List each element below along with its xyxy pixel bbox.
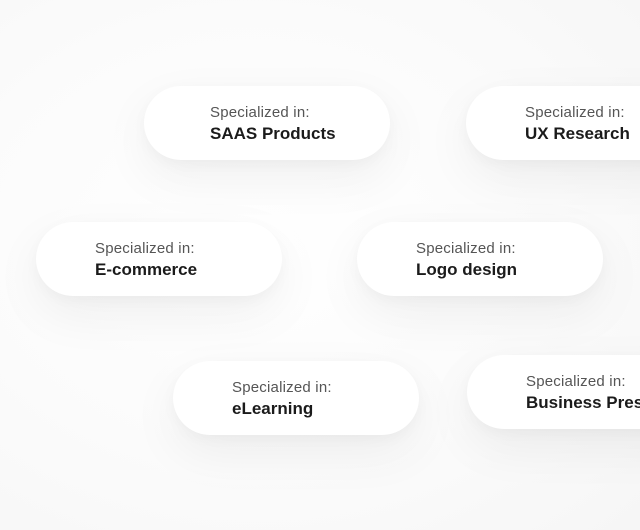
specialty-value: E-commerce <box>95 260 198 279</box>
specialty-value: eLearning <box>232 399 314 418</box>
specialty-label: Specialized in: <box>232 379 332 396</box>
specialty-card-elearning: Specialized in: eLearning <box>173 361 419 435</box>
specialty-label: Specialized in: <box>95 240 195 257</box>
specialty-card-logo-design: Specialized in: Logo design <box>357 222 603 296</box>
specialty-value: SAAS Products <box>210 124 336 143</box>
specialty-card-business-presentations: Specialized in: Business Pres <box>467 355 640 429</box>
specialty-label: Specialized in: <box>416 240 516 257</box>
specialty-value: UX Research <box>525 124 630 143</box>
specialty-value: Logo design <box>416 260 518 279</box>
specialty-label: Specialized in: <box>210 104 310 121</box>
specialty-label: Specialized in: <box>525 104 625 121</box>
specialty-card-ux-research: Specialized in: UX Research <box>466 86 640 160</box>
specialty-label: Specialized in: <box>526 373 626 390</box>
specialty-value: Business Pres <box>526 393 640 412</box>
specialty-card-saas-products: Specialized in: SAAS Products <box>144 86 390 160</box>
specialty-card-e-commerce: Specialized in: E-commerce <box>36 222 282 296</box>
